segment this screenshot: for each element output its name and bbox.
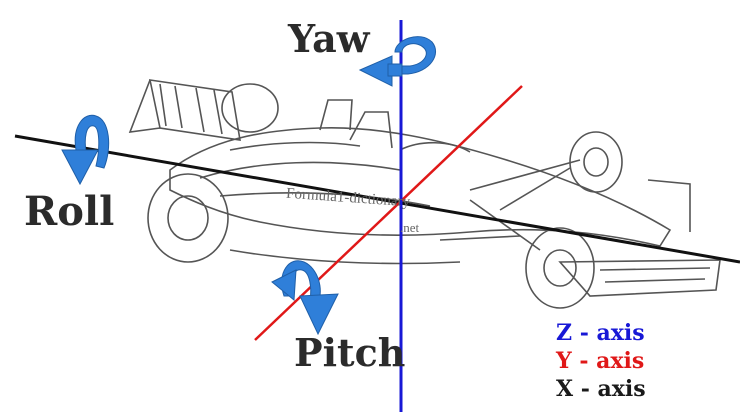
watermark-text-suffix: .net (400, 220, 420, 235)
yaw-rotation-arrow-icon (358, 36, 437, 87)
yaw-label: Yaw (288, 16, 370, 61)
legend-y-axis: Y - axis (556, 348, 645, 374)
roll-label: Roll (24, 188, 115, 235)
roll-rotation-arrow-icon (61, 114, 110, 186)
race-car-sketch (128, 79, 721, 309)
x-axis-line (14, 134, 740, 264)
legend-x-axis: X - axis (556, 376, 646, 402)
y-axis-line (254, 85, 523, 341)
pitch-label: Pitch (294, 330, 406, 375)
legend-z-axis: Z - axis (556, 320, 645, 346)
pitch-rotation-arrow-icon (271, 260, 339, 336)
